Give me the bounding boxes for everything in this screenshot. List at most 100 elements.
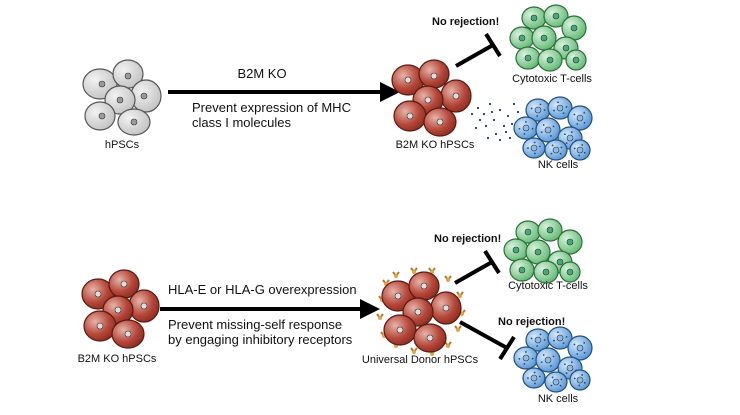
secretion-dot [492,118,496,122]
tcell-inhibition-line-2 [454,249,501,285]
tcell-cell [561,15,587,41]
secretion-dot [508,136,512,140]
nk-cell [525,98,551,122]
secretion-dot [474,126,478,130]
nk-label-2: NK cells [538,393,579,405]
nk-cell [535,117,561,143]
hpsc-cell [84,101,116,131]
secretion-dot [488,102,492,106]
arrow2-desc-line2: by engaging inhibitory receptors [168,332,353,347]
universal-donor-cell [408,271,440,301]
tcell-2-cell [509,258,535,282]
tcell-cell [543,4,569,28]
secretion-dot [512,102,516,106]
nk-cell [544,139,568,161]
hla-ligand [454,325,462,332]
arrow1-desc-line2: class I molecules [192,115,291,130]
b2m-ko-cell [393,100,427,132]
tcell-2-cell [559,261,581,283]
tcell-2-cell [525,239,551,265]
nk-2-cell [522,367,546,389]
nk-secretion-dots [470,102,520,142]
nk-cell [569,139,591,161]
hpsc-cell [117,108,151,136]
nk-cluster-2 [513,326,593,393]
tcell-inhibition-line [455,32,502,68]
tcell-2-cell [503,238,529,262]
hpsc-cluster [82,59,162,136]
b2m-ko-cell [440,79,472,113]
tcell-label-1: Cytotoxic T-cells [512,73,592,85]
b2m-ko-hpsc-cluster [391,59,472,137]
b2m-ko-arrow [168,82,400,102]
secretion-dot [484,124,488,128]
secretion-dot [490,110,494,114]
nk-label-1: NK cells [538,159,579,171]
secretion-dot [502,124,506,128]
tcell-cell [537,48,563,72]
b2m-ko-label: B2M KO [237,66,286,81]
universal-donor-cell [413,323,447,353]
b2m-ko-cell [418,59,450,89]
nk-cluster-1 [513,96,593,161]
secretion-dot [516,110,520,114]
tcell-cell [509,26,535,50]
nk-cell [513,116,539,140]
hla-ligand [392,271,400,278]
nk-2-cell [569,369,591,391]
secretion-dot [504,130,508,134]
hla-ligand [410,347,418,354]
nk-2-cell [513,346,539,370]
arrow2-desc-line1: Prevent missing-self response [168,317,342,332]
hpsc-cell [130,79,162,113]
hla-ligand [444,275,452,282]
secretion-dot [498,108,502,112]
universal-donor-cell [430,291,462,325]
secretion-dot [494,132,498,136]
secretion-dot [478,118,482,122]
tcell-2-cell [537,218,563,242]
no-rejection-label-1: No rejection! [432,16,499,28]
hla-overexpression-arrow [160,299,380,319]
hpsc-cell [104,85,136,115]
tcell-2-cell [557,229,583,255]
b2m-ko-cell [423,107,457,137]
no-rejection-label-3: No rejection! [498,316,565,328]
nk-2-cell [567,335,593,361]
b2m-ko-hpsc-cluster-2 [81,269,160,349]
nk-2-cell [544,371,568,393]
b2m-ko-hpsc-label-2: B2M KO hPSCs [78,353,157,365]
b2m-ko-2-cell [128,289,160,323]
nk-2-cell [535,347,561,373]
secretion-dot [510,122,514,126]
nk-2-cell [547,326,573,350]
tcell-cell [531,25,557,51]
hla-ligand [456,291,464,298]
tcell-label-2: Cytotoxic T-cells [508,280,588,292]
arrow1-desc-line1: Prevent expression of MHC [192,100,351,115]
b2m-ko-2-cell [111,319,145,349]
universal-donor-cluster [376,267,466,356]
nk-cell [547,96,573,120]
hla-ligand [410,267,418,274]
hpsc-label: hPSCs [105,139,140,151]
tcell-cluster-2 [503,218,583,284]
secretion-dot [486,136,490,140]
secretion-dot [482,112,486,116]
no-rejection-label-2: No rejection! [434,233,501,245]
b2m-ko-2-cell [83,310,117,342]
nk-cell [567,105,593,131]
b2m-ko-hpsc-label: B2M KO hPSCs [396,139,475,151]
hla-overexpression-label: HLA-E or HLA-G overexpression [168,282,357,297]
secretion-dot [506,114,510,118]
universal-donor-label: Universal Donor hPSCs [362,354,479,366]
secretion-dot [476,106,480,110]
tcell-cell [515,46,541,70]
tcell-cluster-1 [509,4,587,72]
nk-cell [522,137,546,159]
tcell-2-cell [533,260,559,284]
tcell-2-cell [515,220,541,244]
nk-inhibition-line [459,320,516,361]
